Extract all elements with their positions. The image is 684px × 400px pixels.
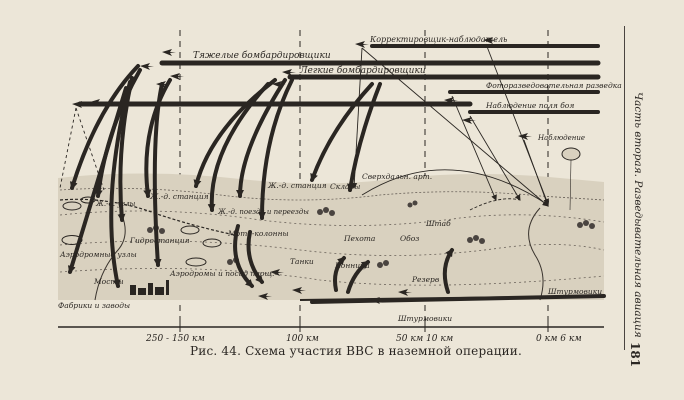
attack-planes-bottom-label: Штурмовики (397, 314, 452, 323)
figure-caption: Рис. 44. Схема участия ВВС в наземной оп… (190, 344, 523, 358)
scale-left-label: 250 - 150 км (145, 334, 205, 344)
convoy-label: Обоз (400, 234, 419, 243)
long-range-art-label: Сверхдальн. арт. (362, 172, 432, 181)
reserves-label: Резерв (411, 275, 440, 284)
motor-columns-label: Мото-колонны (227, 229, 289, 238)
rail-crossings-label: Ж.-д. поезда и переезды (217, 208, 309, 216)
rail-station-mid-label: Ж.-д. станция (267, 181, 327, 190)
hydro-label: Гидростанция (129, 236, 190, 245)
cavalry-label: Конница (334, 261, 370, 270)
rail-stations-left-label: Ж.-д. узлы (95, 200, 136, 208)
margin-rule (624, 26, 625, 350)
bridges-label: Мосты (93, 277, 124, 286)
page-number: 181 (626, 342, 644, 372)
recon-lines (59, 43, 550, 211)
scale-50-label: 50 км 10 км (396, 334, 453, 344)
distance-scale: 250 - 150 км 100 км 50 км 10 км 0 км 6 к… (58, 322, 604, 344)
observation-label: Наблюдение (537, 134, 585, 142)
strike-arrows (67, 64, 454, 294)
attack-planes-line (310, 294, 606, 304)
light-bombers-label: Легкие бомбардировщики (299, 65, 426, 76)
attack-planes-label: Штурмовики (547, 287, 602, 296)
heavy-bombers-label: Тяжелые бомбардировщики (193, 50, 331, 61)
running-header: Часть вторая. Разведывательная авиация (626, 92, 644, 338)
landscape (58, 147, 605, 301)
scale-100-label: 100 км (286, 334, 319, 344)
rail-station-label: Ж.-д. станция (149, 192, 209, 201)
page-number-text: 181 (628, 342, 642, 368)
spotter-label: Корректировщик-наблюдатель (369, 35, 507, 44)
aircraft-glyphs (72, 37, 532, 304)
airfield-nodes-label: Аэродромные узлы (59, 250, 137, 259)
flight-lines (77, 44, 601, 114)
factories-label: Фабрики и заводы (58, 301, 130, 310)
running-header-text: Часть вторая. Разведывательная авиация (632, 92, 644, 338)
scale-0-label: 0 км 6 км (536, 334, 582, 344)
hq-label: Штаб (425, 219, 451, 228)
photo-recon-label: Фоторазведовательная разведка (486, 81, 622, 90)
tanks-label: Танки (290, 257, 314, 266)
battlefield-obs-label: Наблюдение поля боя (485, 101, 574, 110)
depots-label: Склады (330, 182, 360, 191)
airfields-landing-label: Аэродромы и посад площ. (169, 269, 274, 278)
infantry-label: Пехота (343, 234, 375, 243)
